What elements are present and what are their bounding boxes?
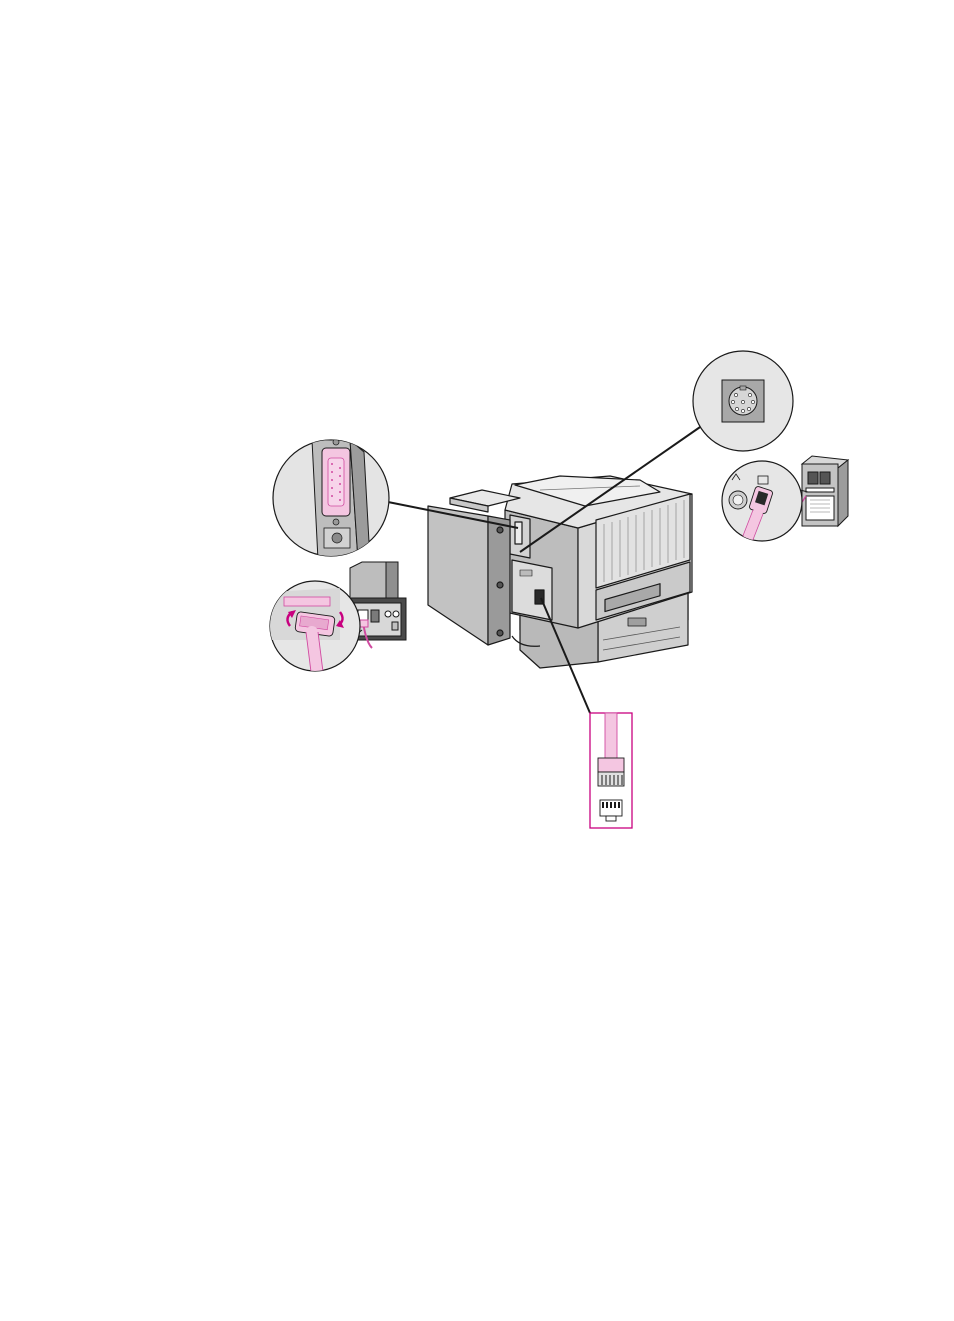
mini-din-port-icon (722, 380, 764, 422)
callout-pc-parallel (270, 562, 406, 680)
callout-parallel-port (273, 439, 389, 560)
printer-side-cover (428, 506, 488, 645)
callout-network-port (590, 713, 632, 828)
callout-mac-connection (722, 456, 848, 550)
printer-parallel-port (515, 522, 522, 544)
printer-side-cover-edge (488, 516, 510, 645)
callout-appletalk-port (693, 351, 793, 451)
printer (428, 476, 692, 668)
parallel-port-icon (312, 439, 370, 560)
